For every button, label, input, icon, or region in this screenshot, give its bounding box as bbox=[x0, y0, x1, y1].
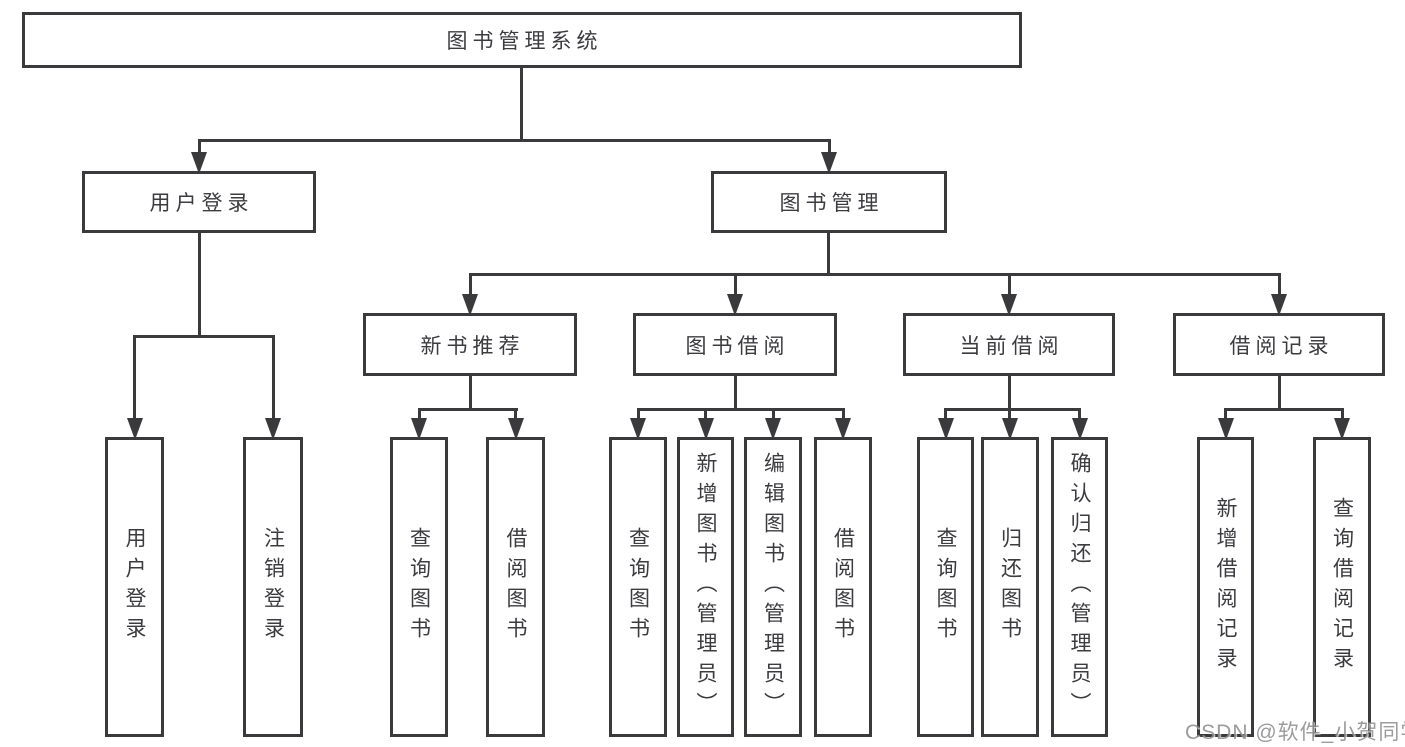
node-label: 图书借阅 bbox=[685, 334, 790, 358]
leaf-label: 查询借阅记录 bbox=[1330, 497, 1354, 677]
arrowhead-icon bbox=[1334, 418, 1350, 440]
arrowhead-icon bbox=[765, 418, 781, 440]
connector-line bbox=[198, 139, 831, 142]
node-new-book-rec: 新书推荐 bbox=[363, 313, 577, 376]
connector-line bbox=[1078, 408, 1081, 421]
connector-line bbox=[704, 408, 707, 421]
arrowhead-icon bbox=[127, 418, 143, 440]
connector-line bbox=[272, 335, 275, 421]
leaf-label: 借阅图书 bbox=[831, 527, 855, 647]
connector-line bbox=[418, 408, 518, 411]
connector-line bbox=[198, 139, 201, 155]
leaf-borrow-book-rec: 借阅图书 bbox=[486, 437, 545, 737]
connector-line bbox=[133, 335, 275, 338]
connector-line bbox=[944, 408, 1081, 411]
leaf-query-book-rec: 查询图书 bbox=[390, 437, 448, 737]
node-label: 借阅记录 bbox=[1229, 334, 1334, 358]
node-label: 当前借阅 bbox=[959, 334, 1064, 358]
node-label: 用户登录 bbox=[149, 192, 254, 215]
node-current-borrow: 当前借阅 bbox=[903, 313, 1115, 376]
connector-line bbox=[1341, 408, 1344, 421]
connector-line bbox=[734, 376, 737, 411]
connector-line bbox=[469, 376, 472, 411]
arrowhead-icon bbox=[821, 152, 837, 174]
leaf-label: 用户登录 bbox=[123, 527, 146, 647]
leaf-label: 查询图书 bbox=[626, 527, 650, 647]
arrowhead-icon bbox=[1001, 294, 1017, 316]
node-label: 图书管理 bbox=[779, 192, 884, 215]
connector-line bbox=[1008, 273, 1011, 297]
leaf-add-book: 新增图书（管理员） bbox=[677, 437, 734, 737]
node-book-mgmt: 图书管理 bbox=[711, 171, 947, 233]
leaf-label: 编辑图书（管理员） bbox=[761, 452, 785, 722]
arrowhead-icon bbox=[1218, 418, 1234, 440]
arrowhead-icon bbox=[938, 418, 954, 440]
connector-line bbox=[944, 408, 947, 421]
arrowhead-icon bbox=[1002, 418, 1018, 440]
leaf-query-book-borrow: 查询图书 bbox=[609, 437, 667, 737]
node-user-login: 用户登录 bbox=[82, 171, 316, 233]
leaf-label: 查询图书 bbox=[934, 527, 957, 647]
leaf-query-book-current: 查询图书 bbox=[917, 437, 974, 737]
arrowhead-icon bbox=[508, 418, 524, 440]
connector-line bbox=[637, 408, 845, 411]
node-book-borrow: 图书借阅 bbox=[633, 313, 837, 376]
arrowhead-icon bbox=[698, 418, 714, 440]
leaf-label: 注销登录 bbox=[261, 527, 285, 647]
connector-line bbox=[520, 68, 523, 142]
leaf-user-login: 用户登录 bbox=[105, 437, 164, 737]
connector-line bbox=[198, 233, 201, 338]
leaf-borrow-book: 借阅图书 bbox=[814, 437, 872, 737]
connector-line bbox=[1224, 408, 1344, 411]
connector-line bbox=[772, 408, 775, 421]
arrowhead-icon bbox=[835, 418, 851, 440]
connector-line bbox=[1224, 408, 1227, 421]
node-borrow-records: 借阅记录 bbox=[1173, 313, 1385, 376]
leaf-label: 确认归还（管理员） bbox=[1068, 452, 1091, 722]
connector-line bbox=[1278, 376, 1281, 411]
connector-line bbox=[828, 139, 831, 155]
arrowhead-icon bbox=[462, 294, 478, 316]
connector-line bbox=[133, 335, 136, 421]
connector-line bbox=[1278, 273, 1281, 297]
leaf-label: 查询图书 bbox=[407, 527, 431, 647]
arrowhead-icon bbox=[1271, 294, 1287, 316]
connector-line bbox=[1008, 408, 1011, 421]
connector-line bbox=[637, 408, 640, 421]
connector-line bbox=[514, 408, 517, 421]
arrowhead-icon bbox=[630, 418, 646, 440]
watermark: CSDN @软件_小贺同学 bbox=[1185, 721, 1405, 744]
arrowhead-icon bbox=[265, 418, 281, 440]
leaf-return-book: 归还图书 bbox=[981, 437, 1039, 737]
connector-line bbox=[418, 408, 421, 421]
arrowhead-icon bbox=[727, 294, 743, 316]
connector-line bbox=[1008, 376, 1011, 411]
leaf-label: 归还图书 bbox=[998, 527, 1022, 647]
connector-line bbox=[827, 233, 830, 276]
connector-line bbox=[734, 273, 737, 297]
arrowhead-icon bbox=[1072, 418, 1088, 440]
node-label: 新书推荐 bbox=[420, 334, 525, 358]
node-root: 图书管理系统 bbox=[22, 12, 1022, 68]
leaf-add-borrow-record: 新增借阅记录 bbox=[1197, 437, 1254, 737]
arrowhead-icon bbox=[191, 152, 207, 174]
leaf-label: 借阅图书 bbox=[504, 527, 527, 647]
connector-line bbox=[469, 273, 1281, 276]
leaf-edit-book: 编辑图书（管理员） bbox=[744, 437, 802, 737]
leaf-label: 新增借阅记录 bbox=[1214, 497, 1237, 677]
leaf-logout: 注销登录 bbox=[243, 437, 303, 737]
connector-line bbox=[469, 273, 472, 297]
arrowhead-icon bbox=[411, 418, 427, 440]
leaf-label: 新增图书（管理员） bbox=[694, 452, 717, 722]
leaf-query-borrow-record: 查询借阅记录 bbox=[1313, 437, 1371, 737]
node-label: 图书管理系统 bbox=[446, 30, 603, 53]
leaf-confirm-return: 确认归还（管理员） bbox=[1051, 437, 1108, 737]
connector-line bbox=[842, 408, 845, 421]
